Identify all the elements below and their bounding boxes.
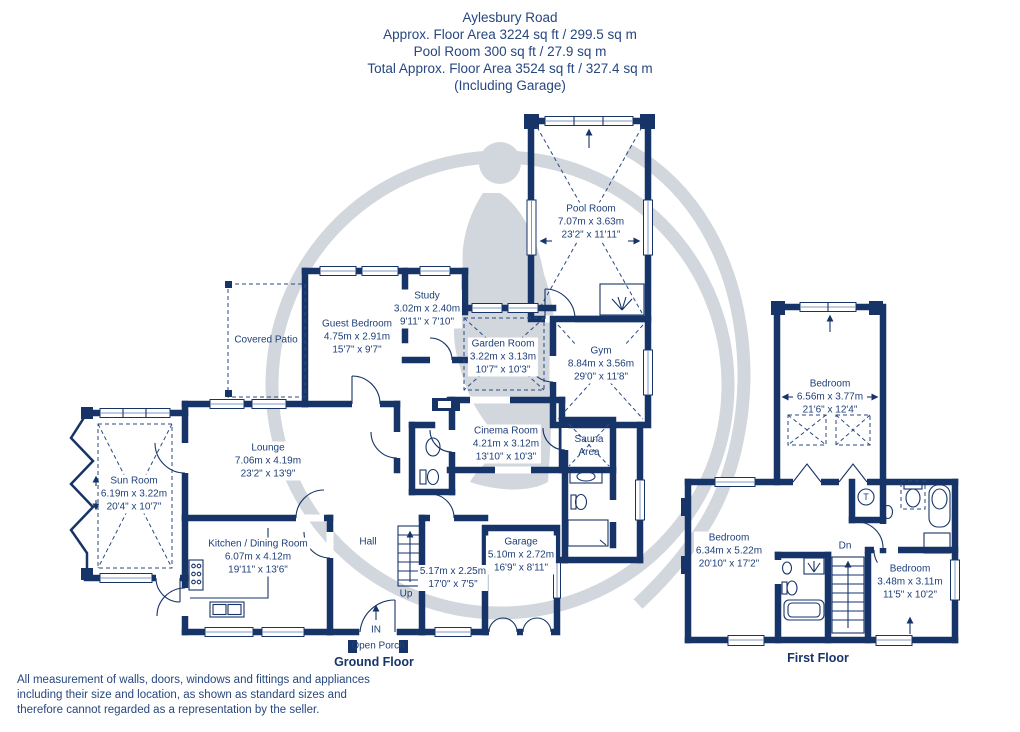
room-name: Study	[414, 290, 440, 302]
room-name: Guest Bedroom	[321, 318, 393, 330]
room-name: Bedroom	[708, 532, 750, 544]
room-label-gym: Gym 8.84m x 3.56m 29'0" x 11'8"	[565, 344, 637, 384]
room-label-pool-room: Pool Room 7.07m x 3.63m 23'2" x 11'11"	[555, 202, 627, 242]
room-dims-metric: 3.02m x 2.40m	[393, 303, 461, 315]
room-dims-imperial: 23'2" x 13'9"	[240, 468, 296, 480]
room-dims-imperial: 16'9" x 8'11"	[493, 562, 549, 574]
room-label-garage: Garage 5.10m x 2.72m 16'9" x 8'11"	[485, 535, 557, 575]
room-label-garden-room: Garden Room 3.22m x 3.13m 10'7" x 10'3"	[467, 337, 539, 377]
room-label-study: Study 3.02m x 2.40m 9'11" x 7'10"	[391, 289, 463, 329]
stairs-up-label: Up	[399, 588, 413, 600]
room-name: Gym	[590, 345, 612, 357]
room-name: Garage	[504, 536, 538, 548]
room-dims-metric: 6.07m x 4.12m	[224, 551, 292, 563]
room-name: Sun Room	[110, 475, 158, 487]
disclaimer: All measurement of walls, doors, windows…	[17, 673, 370, 718]
pool-room-walls	[524, 114, 655, 323]
including-garage-line: (Including Garage)	[454, 78, 566, 93]
room-name: Garden Room	[471, 338, 535, 350]
room-name: Covered Patio	[234, 334, 298, 346]
room-label-lounge: Lounge 7.06m x 4.19m 23'2" x 13'9"	[232, 441, 304, 481]
room-dims-metric: 6.34m x 5.22m	[695, 545, 763, 557]
room-dims-imperial: 13'10" x 10'3"	[475, 451, 537, 463]
first-stairs	[831, 556, 865, 634]
first-interior-walls	[774, 478, 959, 644]
room-dims-imperial: 29'0" x 11'8"	[573, 371, 629, 383]
room-label-cinema-room: Cinema Room 4.21m x 3.12m 13'10" x 10'3"	[470, 424, 542, 464]
disclaimer-line: therefore cannot regarded as a represent…	[17, 704, 320, 716]
room-dims-metric: 4.75m x 2.91m	[323, 331, 391, 343]
entrance-in-label: IN	[371, 624, 381, 636]
ground-floor-label: Ground Floor	[334, 655, 414, 669]
room-dims-metric: 6.19m x 3.22m	[100, 488, 168, 500]
room-dims-metric: 8.84m x 3.56m	[567, 358, 635, 370]
room-dims-metric: 5.10m x 2.72m	[487, 549, 555, 561]
first-bathroom-fixtures	[857, 480, 951, 554]
room-label-kitchen-dining: Kitchen / Dining Room 6.07m x 4.12m 19'1…	[206, 537, 310, 577]
property-name: Aylesbury Road	[462, 10, 558, 25]
room-name: Sauna Area	[574, 434, 604, 458]
room-dims-metric: 5.17m x 2.25m	[419, 566, 487, 577]
first-ensuite-fixtures	[781, 557, 825, 621]
room-label-bedroom-3: Bedroom 3.48m x 3.11m 11'5" x 10'2"	[875, 562, 945, 602]
room-dims-imperial: 11'5" x 10'2"	[882, 589, 938, 601]
room-dims-metric: 6.56m x 3.77m	[796, 391, 864, 403]
room-name: Cinema Room	[474, 425, 538, 437]
kitchen-walls	[156, 489, 334, 637]
store-room-walls	[418, 493, 489, 637]
room-label-sun-room: Sun Room 6.19m x 3.22m 20'4" x 10'7"	[98, 474, 170, 514]
covered-patio-outline	[225, 281, 306, 398]
title-block: Aylesbury Road Approx. Floor Area 3224 s…	[0, 9, 1020, 94]
room-label-store-room: 5.17m x 2.25m 17'0" x 7'5"	[417, 565, 489, 591]
first-floor-label: First Floor	[787, 651, 849, 665]
room-name: Lounge	[251, 442, 285, 454]
room-name: Kitchen / Dining Room	[208, 538, 308, 550]
stairs-down-label: Dn	[838, 540, 852, 552]
room-dims-imperial: 20'10" x 17'2"	[698, 558, 760, 570]
total-area-line: Total Approx. Floor Area 3524 sq ft / 32…	[367, 61, 653, 76]
tank-symbol-label: T	[863, 492, 869, 502]
room-label-covered-patio: Covered Patio	[232, 334, 299, 347]
ground-floor-plan	[69, 114, 655, 653]
disclaimer-line: All measurement of walls, doors, windows…	[17, 674, 370, 686]
room-label-bedroom-2: Bedroom 6.34m x 5.22m 20'10" x 17'2"	[693, 531, 765, 571]
room-dims-metric: 4.21m x 3.12m	[472, 438, 540, 450]
room-name: Pool Room	[566, 203, 616, 215]
first-main-walls	[681, 477, 960, 646]
room-name: Bedroom	[889, 563, 931, 575]
room-label-sauna-area: Sauna Area	[565, 433, 613, 459]
room-dims-metric: 3.22m x 3.13m	[469, 351, 537, 363]
open-porch-label: Open Porch	[351, 640, 405, 652]
room-dims-imperial: 23'2" x 11'11"	[561, 229, 621, 241]
lounge-walls	[154, 399, 401, 522]
floor-area-line: Approx. Floor Area 3224 sq ft / 299.5 sq…	[383, 27, 637, 42]
room-dims-imperial: 20'4" x 10'7"	[106, 501, 162, 513]
room-dims-imperial: 15'7" x 9'7"	[332, 344, 382, 356]
room-dims-metric: 7.07m x 3.63m	[557, 216, 625, 228]
room-name: Hall	[359, 536, 377, 548]
gym-walls	[526, 315, 653, 429]
room-dims-imperial: 17'0" x 7'5"	[428, 579, 478, 590]
room-dims-imperial: 10'7" x 10'3"	[475, 364, 531, 376]
first-floor-plan	[681, 301, 960, 646]
sun-room-walls	[69, 407, 189, 603]
shower-room-walls	[561, 421, 645, 564]
room-label-hall: Hall	[357, 536, 378, 549]
room-label-guest-bedroom: Guest Bedroom 4.75m x 2.91m 15'7" x 9'7"	[319, 317, 395, 357]
garden-room-walls	[461, 303, 557, 391]
pool-room-area-line: Pool Room 300 sq ft / 27.9 sq m	[413, 44, 607, 59]
room-dims-metric: 7.06m x 4.19m	[234, 455, 302, 467]
disclaimer-line: including their size and location, as sh…	[17, 689, 347, 701]
room-dims-imperial: 9'11" x 7'10"	[399, 316, 455, 328]
room-label-bedroom-1: Bedroom 6.56m x 3.77m 21'6" x 12'4"	[795, 378, 865, 417]
room-name: Bedroom	[809, 378, 851, 390]
room-dims-metric: 3.48m x 3.11m	[877, 576, 943, 588]
room-dims-imperial: 21'6" x 12'4"	[802, 404, 858, 416]
room-dims-imperial: 19'11" x 13'6"	[228, 564, 288, 576]
